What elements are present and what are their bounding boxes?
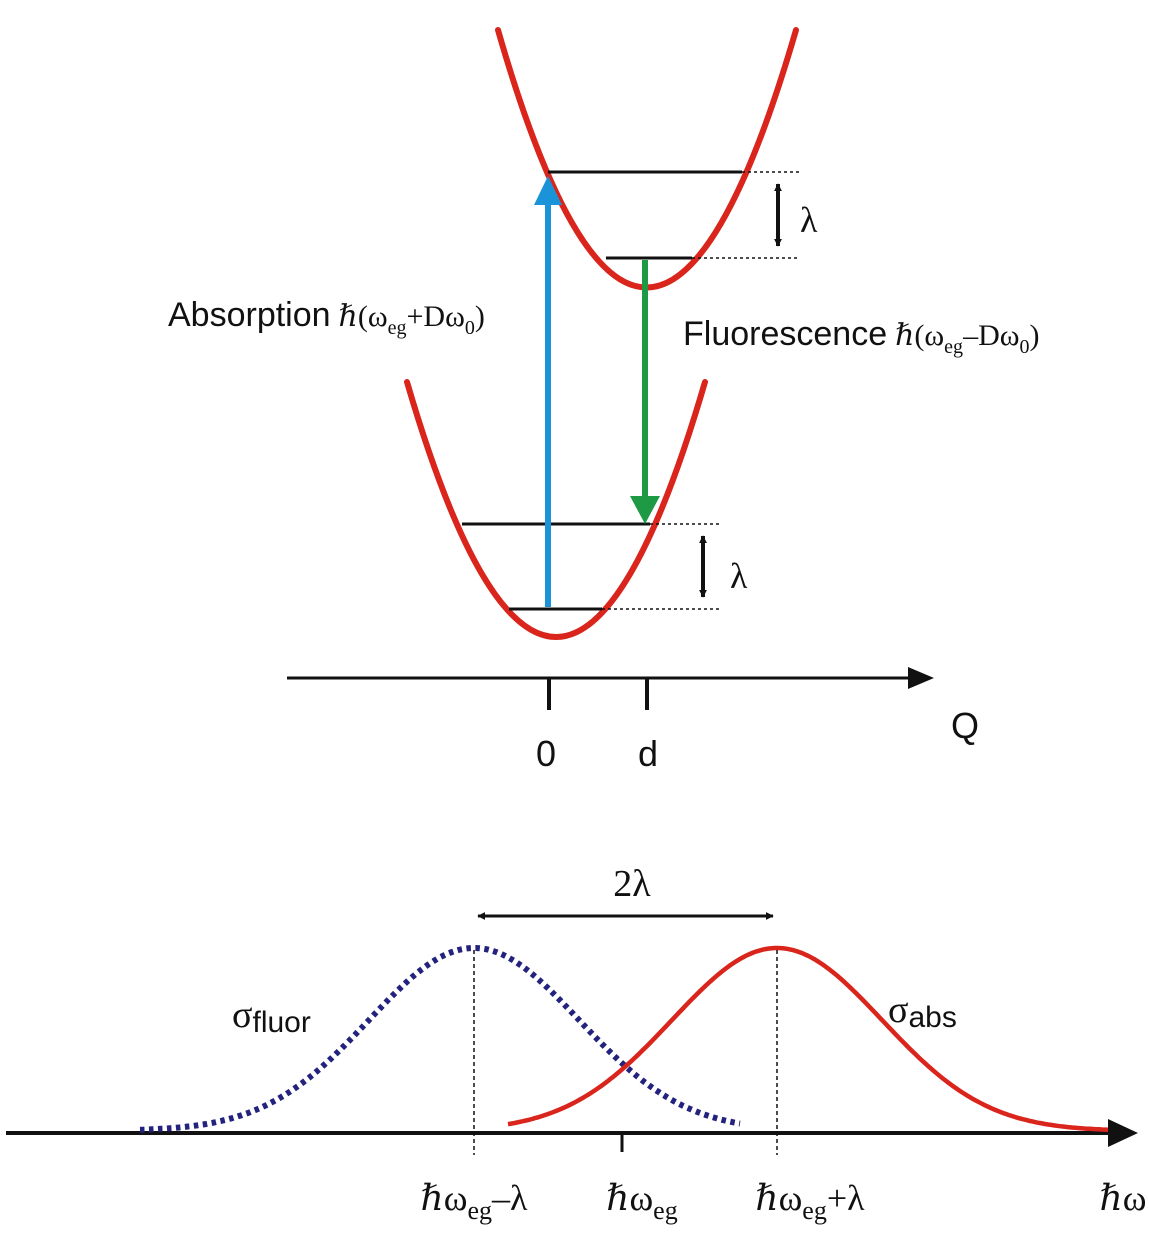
tick-label-right: ℏωeg+λ [755,1178,865,1225]
q-axis-arrowhead [908,667,934,689]
energy-axis-arrowhead [1108,1119,1138,1147]
absorption-spectrum-curve [507,945,1109,1132]
ground-state-curve [404,379,708,640]
tick-0-label: 0 [536,733,556,774]
q-axis-label: Q [951,705,979,746]
excited-state-curve [495,27,799,291]
sigma-abs-label: σabs [888,989,957,1034]
tick-d-label: d [638,733,658,774]
absorption-arrowhead [534,176,562,205]
fluorescence-spectrum-curve [139,945,741,1133]
lambda-lower-label: λ [730,556,748,596]
tick-label-center: ℏωeg [606,1178,677,1225]
shift-label: 2λ [613,863,651,905]
spectra-diagram: 2λ σfluor σabs ℏωeg–λ ℏωeg ℏωeg+λ ℏω [6,863,1146,1225]
fluorescence-arrowhead [630,496,660,524]
tick-label-left: ℏωeg–λ [421,1178,528,1225]
energy-axis-label: ℏω [1100,1178,1147,1218]
lambda-upper-label: λ [800,200,818,240]
sigma-fluor-label: σfluor [232,994,311,1039]
